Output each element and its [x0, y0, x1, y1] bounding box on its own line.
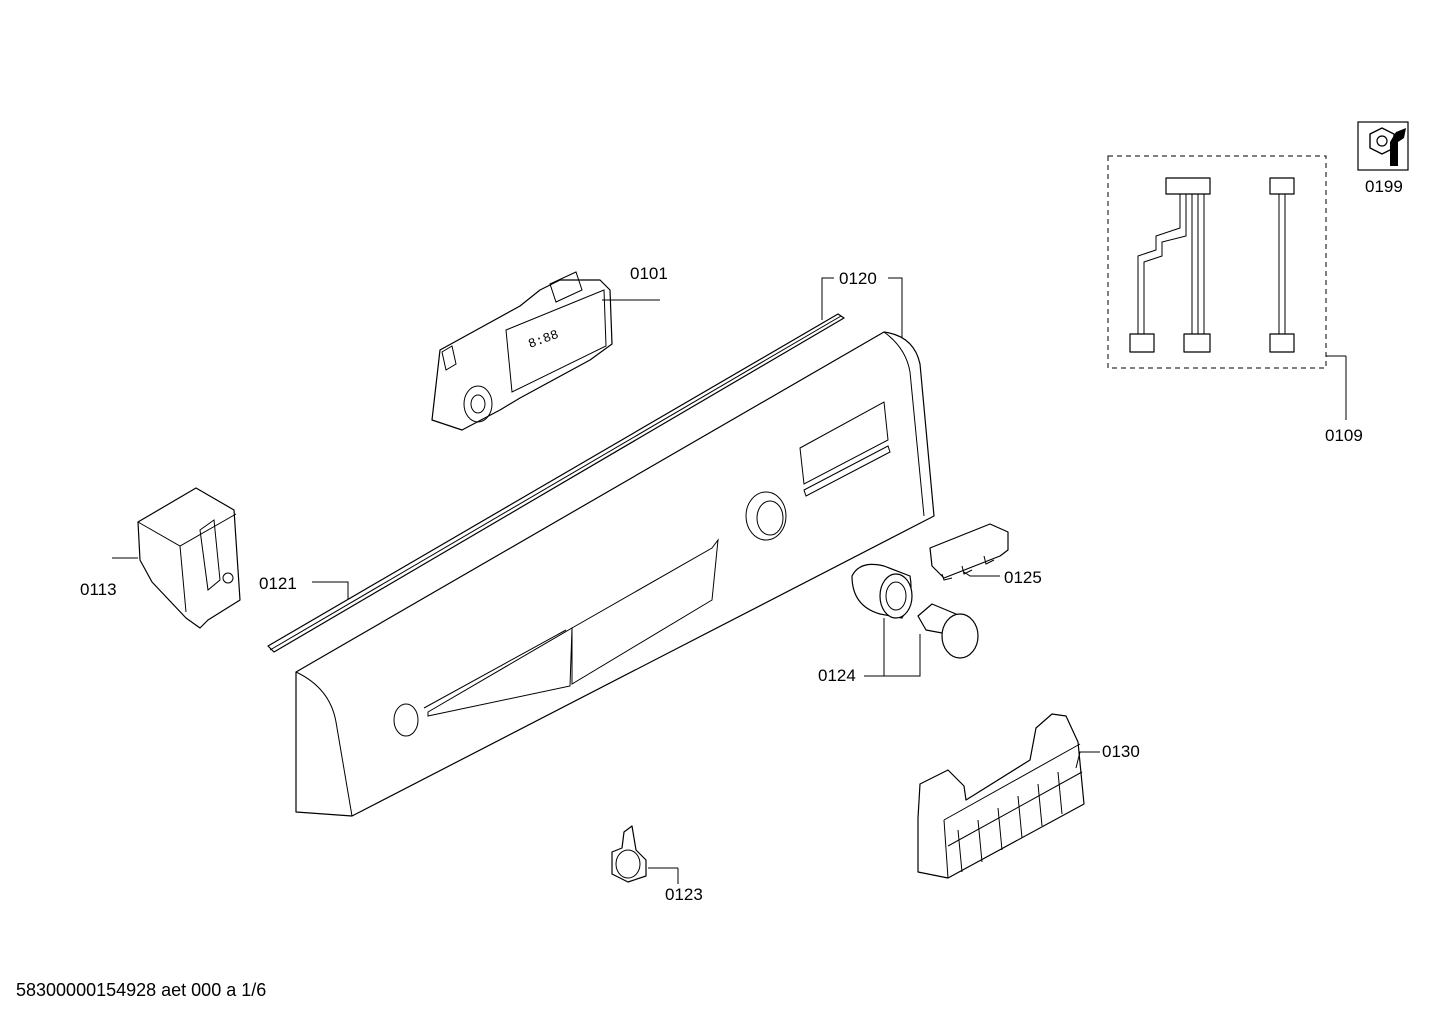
part-0123-clip[interactable] [611, 825, 647, 883]
part-0101-electronic-module[interactable]: 8:88 [431, 271, 613, 431]
part-0109-cable-harness[interactable] [1107, 155, 1327, 369]
part-0113-switch-housing[interactable] [137, 487, 241, 629]
wrench-nut-icon [1357, 121, 1409, 171]
label-0113: 0113 [80, 580, 117, 599]
part-0121-seal-strip[interactable] [267, 313, 845, 653]
label-0121: 0121 [259, 574, 297, 593]
part-0125-push-buttons[interactable] [929, 523, 1009, 581]
label-0101: 0101 [630, 264, 668, 283]
leader-lines [112, 277, 1347, 884]
part-labels: 0101 0109 0113 0120 0121 0123 0124 0125 … [80, 177, 1403, 904]
part-0124-selector-knob[interactable] [851, 563, 979, 659]
label-0123: 0123 [665, 885, 703, 904]
label-0124: 0124 [818, 666, 856, 685]
label-0199: 0199 [1365, 177, 1403, 196]
label-0109: 0109 [1325, 426, 1363, 445]
label-0125: 0125 [1004, 568, 1042, 587]
part-0120-control-panel[interactable] [295, 331, 935, 817]
drawing-reference: 58300000154928 aet 000 a 1/6 [16, 980, 267, 1000]
part-0130-holder-bracket[interactable] [917, 713, 1085, 879]
label-0130: 0130 [1102, 742, 1140, 761]
label-0120: 0120 [839, 269, 877, 288]
